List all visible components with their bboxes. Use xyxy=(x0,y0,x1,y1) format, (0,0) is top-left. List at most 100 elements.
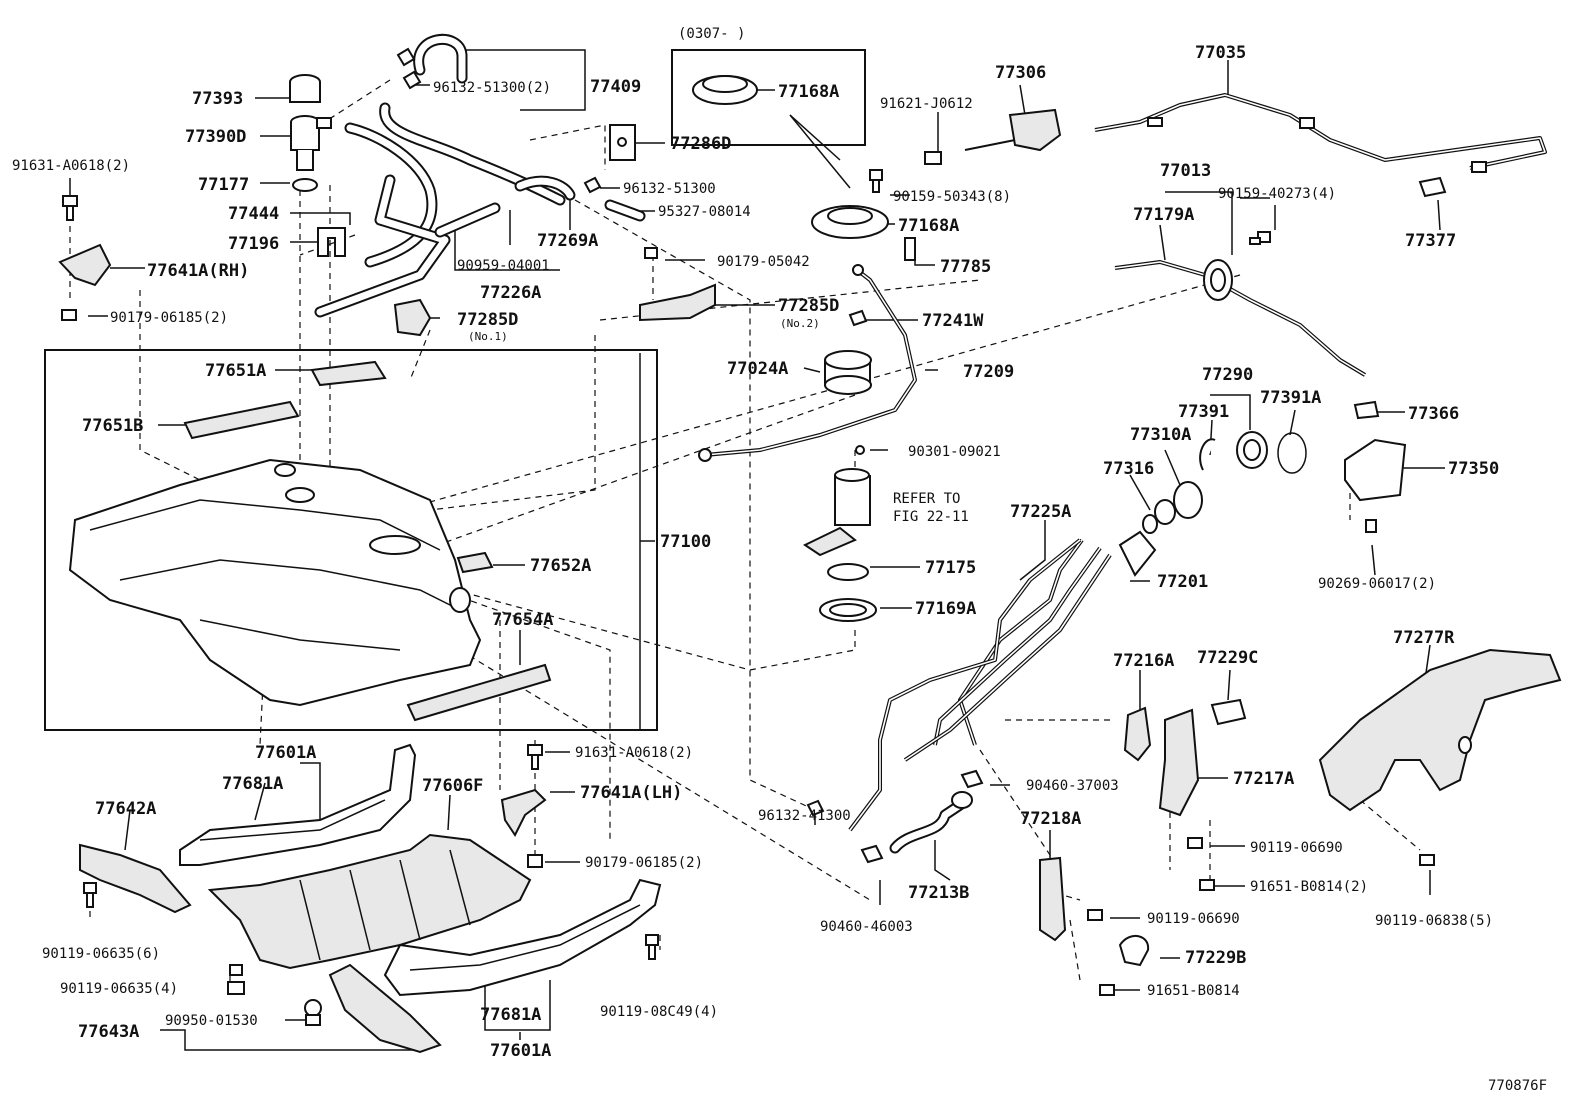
gasket-77168a-middle xyxy=(811,205,889,239)
sender-gauge-77306 xyxy=(924,108,1062,165)
label-90460-37003: 90460-37003 xyxy=(1026,778,1119,794)
clip-77229b xyxy=(1118,935,1150,967)
gasket-90301-09021 xyxy=(855,445,865,455)
breather-tube-77225a xyxy=(848,538,1082,832)
label-77225a: 77225A xyxy=(1010,502,1071,522)
filler-pipe-77201 xyxy=(903,530,1157,762)
label-77651b: 77651B xyxy=(82,416,143,436)
bracket-77641a-lh xyxy=(500,788,547,837)
label-90159-40273-4: 90159-40273(4) xyxy=(1218,186,1336,202)
bolt-91631-a0618-lh xyxy=(527,744,543,770)
clip-90950-01530 xyxy=(304,999,322,1026)
label-77377: 77377 xyxy=(1405,231,1456,251)
label-77393: 77393 xyxy=(192,89,243,109)
label-77316: 77316 xyxy=(1103,459,1154,479)
label-77201: 77201 xyxy=(1157,572,1208,592)
label-77285d-no1: 77285D xyxy=(457,310,518,330)
bracket-77216a xyxy=(1123,706,1152,762)
label-77641a-rh: 77641A(RH) xyxy=(147,261,249,281)
pad-77651b xyxy=(183,400,300,440)
label-77785: 77785 xyxy=(940,257,991,277)
nut-90179-05042 xyxy=(644,247,658,259)
hinge-77366 xyxy=(1353,400,1380,420)
protector-77643a xyxy=(328,963,442,1054)
label-77196: 77196 xyxy=(228,234,279,254)
figure-id-label: 770876F xyxy=(1488,1078,1547,1094)
label-77651a: 77651A xyxy=(205,361,266,381)
label-77269a: 77269A xyxy=(537,231,598,251)
bracket-77641a-rh xyxy=(58,243,112,287)
label-90119-06838-5: 90119-06838(5) xyxy=(1375,913,1493,929)
fuel-tank-group-box xyxy=(44,349,658,731)
label-77601a-top: 77601A xyxy=(255,743,316,763)
bolt-91631-a0618-left xyxy=(62,195,78,221)
band-77601a-bottom xyxy=(383,878,662,997)
bolt-90119-06635-mid xyxy=(227,964,245,995)
fuel-tube-77209 xyxy=(698,264,917,462)
label-96132-51300: 96132-51300 xyxy=(623,181,716,197)
label-77391: 77391 xyxy=(1178,402,1229,422)
filler-neck-parts-77316 xyxy=(1142,481,1203,534)
label-90119-08c49-4: 90119-08C49(4) xyxy=(600,1004,718,1020)
label-91651-b0814-2: 91651-B0814(2) xyxy=(1250,879,1368,895)
bolt-90159-50343 xyxy=(869,169,883,193)
pad-77654a xyxy=(406,663,552,722)
fuel-pump-bracket-77024a xyxy=(824,350,872,395)
clamp-77286d xyxy=(609,124,636,161)
label-77169a: 77169A xyxy=(915,599,976,619)
protector-77606f xyxy=(207,833,532,970)
clip-96132-51300-top xyxy=(396,47,422,90)
label-90179-05042: 90179-05042 xyxy=(717,254,810,270)
label-77168a-top: 77168A xyxy=(778,82,839,102)
refer-to-line1: REFER TO xyxy=(893,491,960,507)
label-77606f: 77606F xyxy=(422,776,483,796)
vent-valve-assembly xyxy=(289,74,332,192)
label-77391a: 77391A xyxy=(1260,388,1321,408)
bracket-77285d-no1 xyxy=(393,298,432,337)
hose-77213b xyxy=(889,791,973,854)
label-90460-46003: 90460-46003 xyxy=(820,919,913,935)
label-77100: 77100 xyxy=(660,532,711,552)
label-77681a-bottom: 77681A xyxy=(480,1005,541,1025)
label-77013: 77013 xyxy=(1160,161,1211,181)
label-90119-06635-4: 90119-06635(4) xyxy=(60,981,178,997)
note-code-label: (0307- ) xyxy=(678,26,745,42)
label-96132-41300: 96132-41300 xyxy=(758,808,851,824)
screw-90269-06017 xyxy=(1365,519,1377,533)
note-box-0307 xyxy=(671,49,866,146)
fuel-door-opener-77013 xyxy=(1114,259,1367,377)
label-77285d-no2-sub: (No.2) xyxy=(780,317,820,330)
nut-90179-06185-left xyxy=(61,309,77,321)
label-90179-06185-2-left: 90179-06185(2) xyxy=(110,310,228,326)
pad-77651a xyxy=(310,360,387,387)
label-77229c: 77229C xyxy=(1197,648,1258,668)
label-77409: 77409 xyxy=(590,77,641,97)
bracket-77217a xyxy=(1158,708,1200,817)
label-77444: 77444 xyxy=(228,204,279,224)
label-77310a: 77310A xyxy=(1130,425,1191,445)
label-77285d-no2: 77285D xyxy=(778,296,839,316)
clamp-90460-46003 xyxy=(860,844,884,864)
fuel-door-cable-77035 xyxy=(1094,93,1547,173)
label-77179a: 77179A xyxy=(1133,205,1194,225)
label-91621-j0612: 91621-J0612 xyxy=(880,96,973,112)
part-labels: (0307- ) 77393 77390D 77177 91631-A0618(… xyxy=(12,26,1547,1094)
lock-77377 xyxy=(1418,176,1447,198)
label-77216a: 77216A xyxy=(1113,651,1174,671)
bracket-77285d-no2 xyxy=(639,283,716,322)
label-77681a-top: 77681A xyxy=(222,774,283,794)
label-91651-b0814: 91651-B0814 xyxy=(1147,983,1240,999)
label-90301-09021: 90301-09021 xyxy=(908,444,1001,460)
clip-77229c xyxy=(1210,698,1247,726)
label-77241w: 77241W xyxy=(922,311,984,331)
label-77285d-no1-sub: (No.1) xyxy=(468,330,508,343)
clip-96132-51300 xyxy=(583,176,602,194)
label-77601a-bottom: 77601A xyxy=(490,1041,551,1061)
label-91631-a0618-2-lower: 91631-A0618(2) xyxy=(575,745,693,761)
bolts-right-lower xyxy=(1087,837,1435,996)
bolt-90119-06635-left xyxy=(83,882,97,908)
label-77035: 77035 xyxy=(1195,43,1246,63)
label-90119-06690-b: 90119-06690 xyxy=(1147,911,1240,927)
bracket-77218a xyxy=(1039,856,1067,942)
